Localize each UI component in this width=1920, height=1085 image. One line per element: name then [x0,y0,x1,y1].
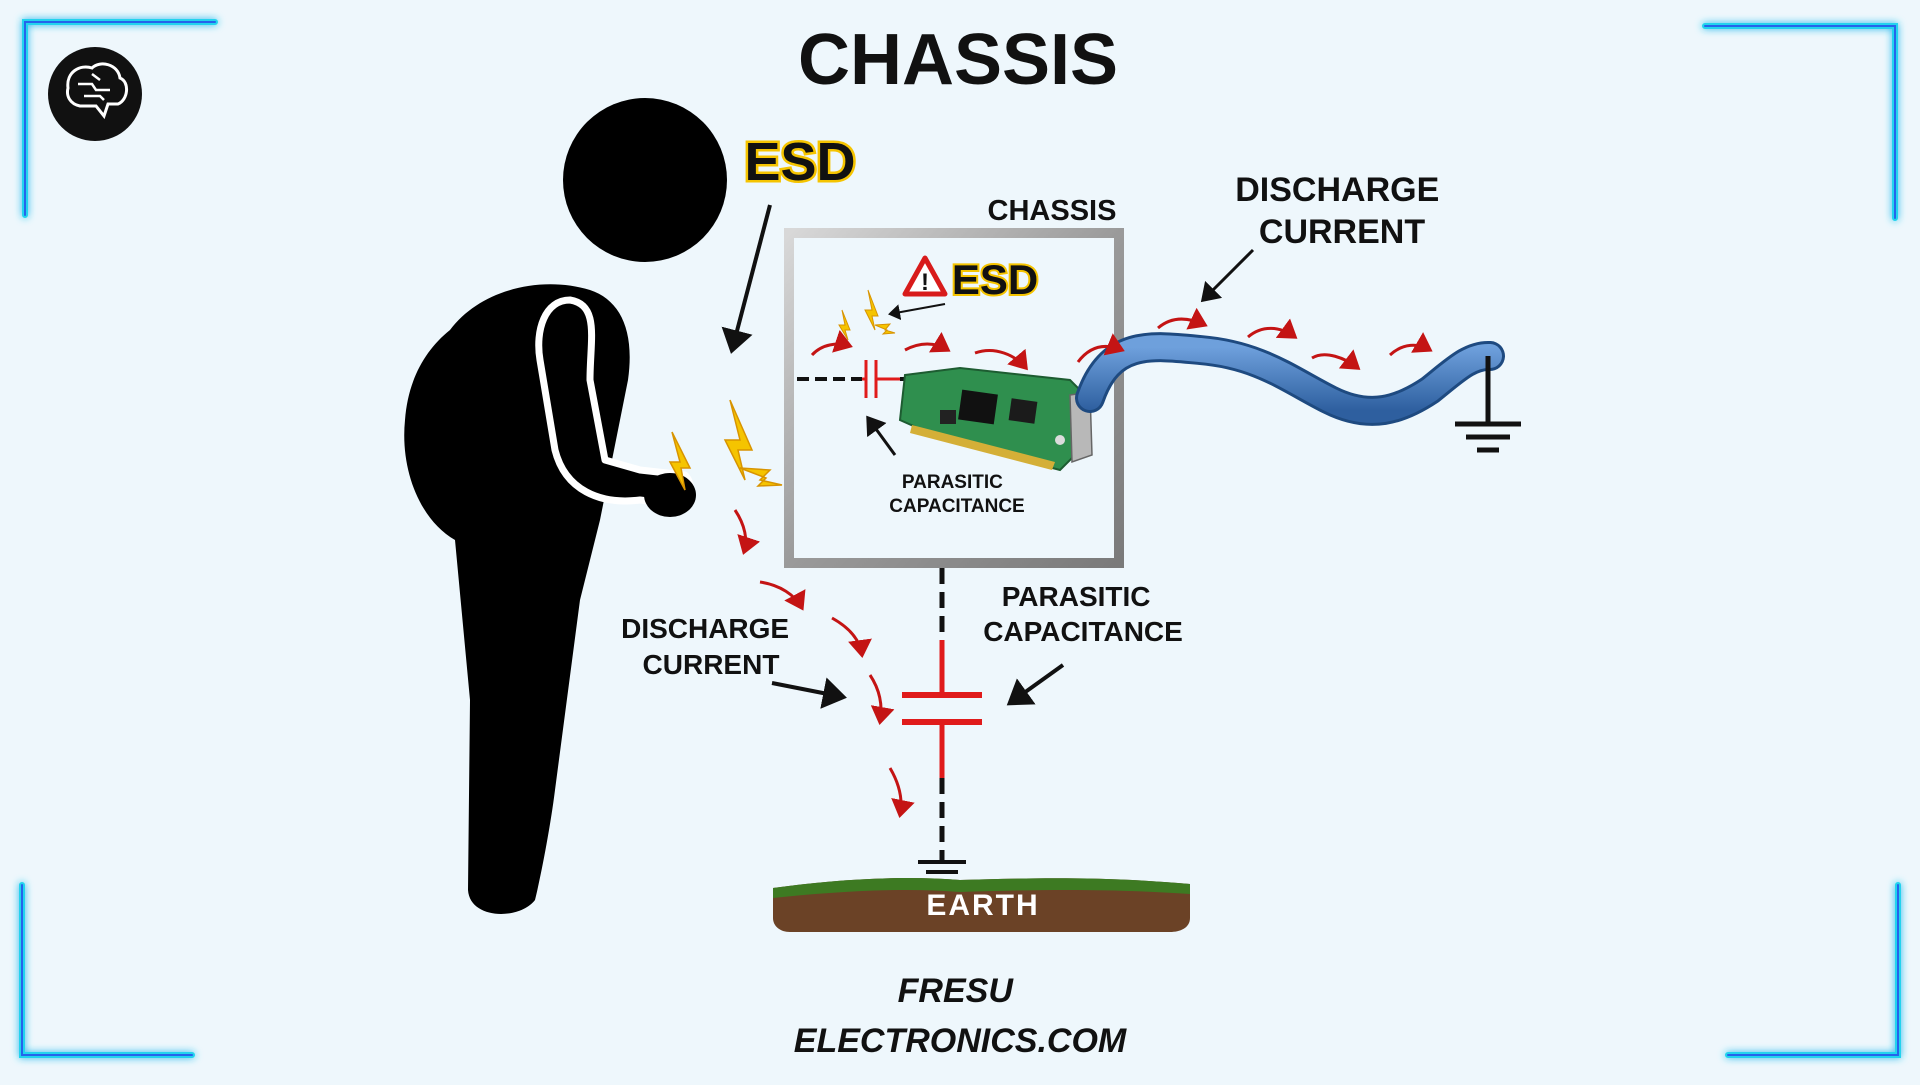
ground-symbol-icon [1455,356,1521,453]
chassis-box-label: CHASSIS [988,195,1117,227]
esd-inner-label: ESD [952,256,1038,303]
discharge-flow-arrows-down [733,509,915,818]
parasitic-inner-line1: PARASITIC [902,472,1003,493]
spark-icon [838,289,896,341]
parasitic-inner-arrow [866,415,897,456]
discharge-top-line1: DISCHARGE [1235,171,1439,209]
esd-pointer-arrow [721,204,772,354]
discharge-left-arrow [771,677,847,709]
parasitic-outer-arrow [1006,663,1065,706]
esd-inner-arrow [888,303,946,321]
parasitic-inner-line2: CAPACITANCE [889,496,1024,517]
parasitic-outer-line1: PARASITIC [1002,581,1151,612]
footer-brand: FRESU ELECTRONICS.COM [794,972,1127,1060]
discharge-left-line1: DISCHARGE [621,613,789,644]
brain-logo-icon [48,47,142,141]
discharge-left-line2: CURRENT [643,649,780,680]
stick-figure [404,98,727,914]
discharge-top-arrow [1200,248,1255,303]
pcb-card-icon [898,366,1093,472]
spark-icon [668,399,783,491]
discharge-top-line2: CURRENT [1259,213,1425,251]
page-title: CHASSIS [798,20,1118,100]
chassis-box [784,228,1124,568]
earth-label: EARTH [926,889,1039,922]
parasitic-inner-label: PARASITIC CAPACITANCE [889,472,1024,517]
discharge-current-top-label: DISCHARGE CURRENT [1235,171,1448,251]
parasitic-capacitor-outer [902,568,982,860]
discharge-current-left-label: DISCHARGE CURRENT [621,613,797,680]
esd-label: ESD [744,132,855,192]
corner-frame [19,19,1901,1058]
discharge-flow-arrows [810,307,1433,371]
svg-text:!: ! [921,269,929,296]
parasitic-outer-line2: CAPACITANCE [983,616,1183,647]
warning-triangle-icon: ! [902,255,948,297]
footer-line1: FRESU [898,972,1015,1010]
parasitic-outer-label: PARASITIC CAPACITANCE [983,581,1183,647]
earth-ground [773,877,1190,932]
footer-line2: ELECTRONICS.COM [794,1022,1127,1060]
